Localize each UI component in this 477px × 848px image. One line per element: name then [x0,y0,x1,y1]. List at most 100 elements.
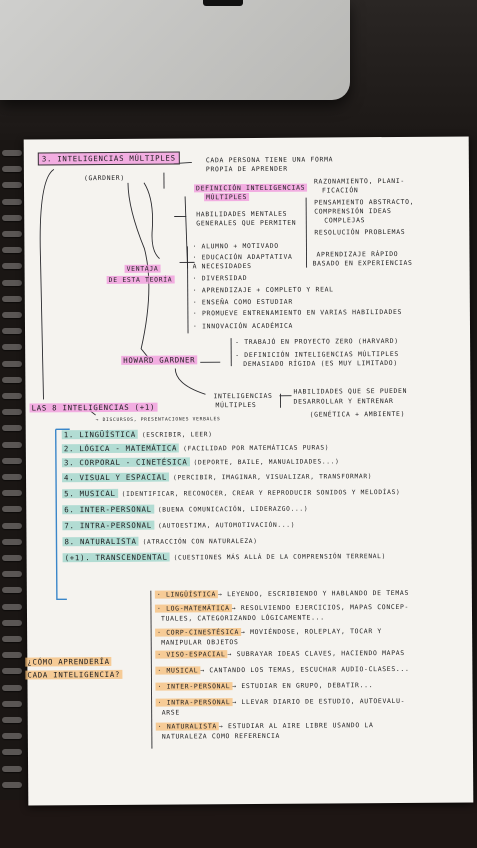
habilidades-1: HABILIDADES QUE SE PUEDEN [293,386,408,396]
spiral-ring [2,344,22,351]
spiral-ring [2,733,22,740]
ventaja-item-6: · PROMUEVE ENTRENAMIENTO EN VARIAS HABIL… [192,307,403,318]
skill-3b: COMPLEJAS [324,216,366,225]
spiral-ring [2,571,22,578]
notebook-page: 3. INTELIGENCIAS MÚLTIPLES (GARDNER) CAD… [23,136,474,806]
como-item-name: · INTER-PERSONAL [155,682,233,691]
laptop [0,0,350,100]
ventaja-label-2: DE ESTA TEORÍA [106,275,175,284]
ventaja-item-5: · ENSEÑA COMO ESTUDIAR [192,297,293,307]
las8-label: LAS 8 INTELIGENCIAS (+1) [29,402,158,413]
ventaja-label-1: VENTAJA [124,264,161,273]
spiral-ring [2,684,22,691]
como-label-2: CADA INTELIGENCIA? [25,669,123,680]
spiral-ring [2,150,22,156]
ventaja-item-1: · ALUMNO + MOTIVADO [192,241,279,251]
como-item-text: → ESTUDIAR EN GRUPO, DEBATIR... [232,681,374,691]
spiral-ring [2,312,22,318]
spiral-ring [2,652,22,659]
spiral-ring [2,263,22,270]
spiral-ring [2,700,22,707]
spiral-ring [2,425,22,432]
howard-note-3: DEMASIADO RÍGIDA (ES MUY LIMITADO) [243,358,398,369]
section-title: 3. INTELIGENCIAS MÚLTIPLES [37,151,180,166]
howard-note-2: - DEFINICIÓN INTELIGENCIAS MÚLTIPLES [235,349,399,360]
spiral-ring [2,295,22,302]
como-item: · NATURALISTA→ ESTUDIAR AL AIRE LIBRE US… [155,721,374,731]
definition-text-2: GENERALES QUE PERMITEN [196,218,297,228]
inteligencia-desc: (DEPORTE, BAILE, MANUALIDADES...) [193,458,340,467]
arrow-howard-im [174,368,206,395]
laptop-camera [203,0,243,6]
como-item-name: · CORP-CINESTÉSICA [155,628,242,637]
inteligencia-desc: (ESCRIBIR, LEER) [141,431,213,439]
habilidades-2: DESARROLLAR Y ENTRENAR [293,396,394,406]
inteligencia-item: 2. LÓGICA - MATEMÁTICA(FACILIDAD POR MAT… [61,442,329,454]
ventaja-item-3: · DIVERSIDAD [192,274,248,283]
skill-1b: FICACIÓN [322,186,359,195]
skill-3: COMPRENSIÓN IDEAS [314,206,392,216]
como-item-name: · LINGÜÍSTICA [154,590,219,599]
spiral-ring [2,619,22,626]
como-item-text-cont: MANIPULAR OBJETOS [161,638,239,647]
inteligencia-name: 1. LINGÜÍSTICA [61,429,138,440]
spiral-ring [2,360,22,367]
como-item-text: → CANTANDO LOS TEMAS, ESCUCHAR AUDIO-CLA… [200,664,410,675]
como-item-text: → LLEVAR DIARIO DE ESTUDIO, AUTOEVALU- [232,696,406,707]
inteligencia-item: 6. INTER-PERSONAL(BUENA COMUNICACIÓN, LI… [62,504,308,515]
spiral-ring [2,393,22,399]
spiral-ring [2,603,22,610]
im-label-1: INTELIGENCIAS [213,391,273,401]
spiral-ring [2,198,22,205]
howard-note-1: - TRABAJÓ EN PROYECTO ZERO (HARVARD) [235,336,399,347]
definition-title-2: MÚLTIPLES [204,192,250,202]
inteligencia-desc: (AUTOESTIMA, AUTOMOTIVACIÓN...) [157,521,296,530]
inteligencia-desc: (CUESTIONES MÁS ALLÁ DE LA COMPRENSIÓN T… [173,553,387,562]
inteligencia-desc: (BUENA COMUNICACIÓN, LIDERAZGO...) [157,505,309,514]
como-item-text-cont: ARSE [161,708,180,717]
como-item-name: · INTRA-PERSONAL [155,698,233,707]
blue-bracket [55,429,67,601]
gardner-label: (GARDNER) [83,173,125,183]
bracket-ventaja [186,246,189,334]
ventaja-item-7: · INNOVACIÓN ACADÉMICA [192,321,294,331]
inteligencia-name: 3. CORPORAL - CINETÉSICA [61,457,190,468]
skill-5: APRENDIZAJE RÁPIDO [316,249,399,259]
spiral-ring [2,490,22,497]
inteligencia-name: 7. INTRA-PERSONAL [62,520,154,531]
bracket-como [150,590,153,749]
como-item: · CORP-CINESTÉSICA→ MOVIÉNDOSE, ROLEPLAY… [155,627,382,637]
notebook-spiral [0,150,26,800]
las8-note: → DISCURSOS, PRESENTACIONES VERBALES [95,417,221,424]
intro-line-1: CADA PERSONA TIENE UNA FORMA [205,155,334,165]
arrow-title-ventaja [143,182,160,259]
spiral-ring [2,376,22,383]
spiral-ring [2,538,22,545]
ventaja-item-4: · APRENDIZAJE + COMPLETO Y REAL [192,285,334,295]
como-label-1: ¿CÓMO APRENDERÍA [25,656,112,667]
spiral-ring [2,214,22,221]
inteligencia-desc: (ATRACCIÓN CON NATURALEZA) [142,537,258,546]
arrow-title-las8 [39,168,55,400]
arrow-title-howard [127,182,150,359]
desk-edge [0,800,477,848]
spiral-ring [2,166,22,173]
ventaja-item-2: · EDUCACIÓN ADAPTATIVA [192,252,293,262]
como-item-name: · NATURALISTA [155,722,219,731]
inteligencia-item: 8. NATURALISTA(ATRACCIÓN CON NATURALEZA) [62,536,258,547]
inteligencia-name: 8. NATURALISTA [62,536,139,547]
definition-title-1: DEFINICIÓN INTELIGENCIAS [193,183,308,193]
skill-4: RESOLUCIÓN PROBLEMAS [314,227,406,237]
como-item-name: · MUSICAL [155,666,201,675]
im-label-2: MÚLTIPLES [215,400,257,410]
como-item-name: · VISO-ESPACIAL [155,650,228,659]
spiral-ring [2,247,22,254]
spiral-ring [2,441,22,448]
inteligencia-name: 2. LÓGICA - MATEMÁTICA [61,443,180,454]
spiral-ring [2,279,22,286]
spiral-ring [2,474,22,480]
intro-line-2: PROPIA DE APRENDER [205,164,288,174]
skill-2: PENSAMIENTO ABSTRACTO, [314,197,415,207]
inteligencia-name: 6. INTER-PERSONAL [62,504,154,515]
skill-1: RAZONAMIENTO, PLANI- [313,176,405,186]
